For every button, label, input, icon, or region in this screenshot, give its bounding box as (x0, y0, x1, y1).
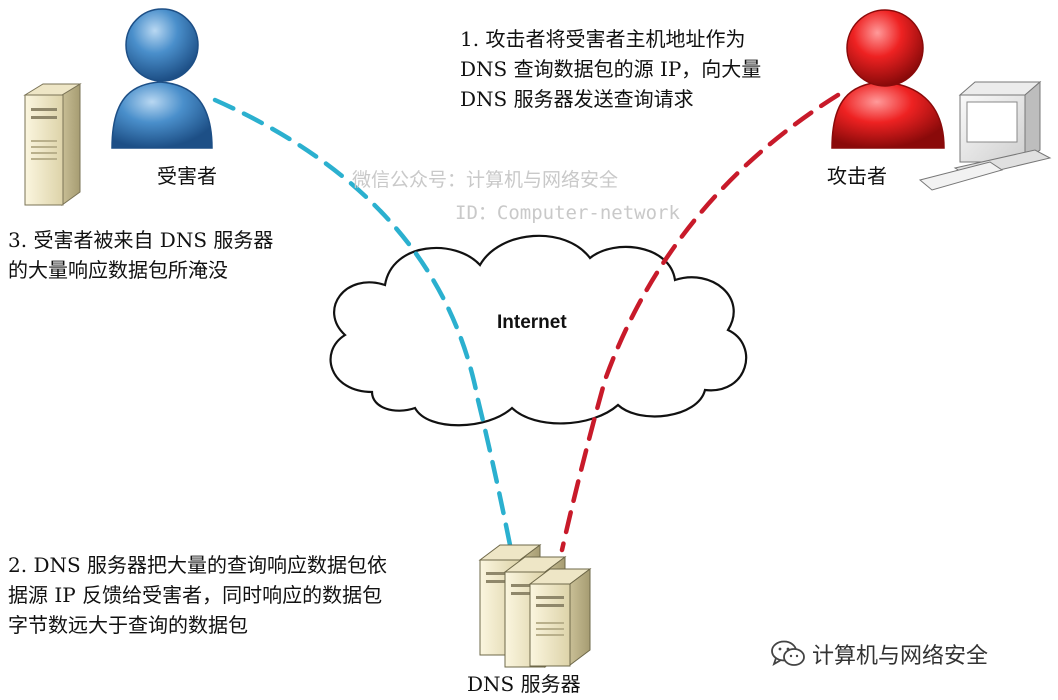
step1-line: DNS 查询数据包的源 IP，向大量 (460, 57, 762, 81)
step1-line: DNS 服务器发送查询请求 (460, 87, 694, 111)
watermark-line1: 微信公众号：计算机与网络安全 (352, 169, 619, 191)
brand-text: 计算机与网络安全 (812, 644, 989, 669)
attacker-dns-link (559, 92, 841, 553)
victim-label: 受害者 (157, 164, 217, 188)
step3-line: 3. 受害者被来自 DNS 服务器 (8, 228, 274, 252)
dns-server-icon (478, 544, 592, 668)
step2-line: 2. DNS 服务器把大量的查询响应数据包依 (8, 553, 388, 577)
step3-text: 3. 受害者被来自 DNS 服务器 的大量响应数据包所淹没 (8, 225, 273, 285)
wechat-icon (771, 640, 805, 666)
internet-label: Internet (497, 312, 567, 333)
watermark-line2: ID：Computer-network (455, 202, 680, 224)
step3-line: 的大量响应数据包所淹没 (8, 258, 228, 282)
attacker-computer-icon (918, 80, 1052, 191)
victim-dns-link (212, 97, 513, 548)
attacker-person-icon (831, 9, 945, 149)
victim-server-icon (23, 83, 82, 206)
step1-text: 1. 攻击者将受害者主机地址作为 DNS 查询数据包的源 IP，向大量 DNS … (460, 24, 761, 114)
step2-line: 据源 IP 反馈给受害者，同时响应的数据包 (8, 583, 383, 607)
brand-mark: 计算机与网络安全 (770, 638, 988, 670)
attacker-label: 攻击者 (827, 164, 887, 188)
step2-line: 字节数远大于查询的数据包 (8, 613, 248, 637)
victim-person-icon (111, 8, 213, 149)
dns-server-label: DNS 服务器 (467, 672, 581, 696)
step2-text: 2. DNS 服务器把大量的查询响应数据包依 据源 IP 反馈给受害者，同时响应… (8, 550, 387, 640)
step1-line: 1. 攻击者将受害者主机地址作为 (460, 27, 746, 51)
